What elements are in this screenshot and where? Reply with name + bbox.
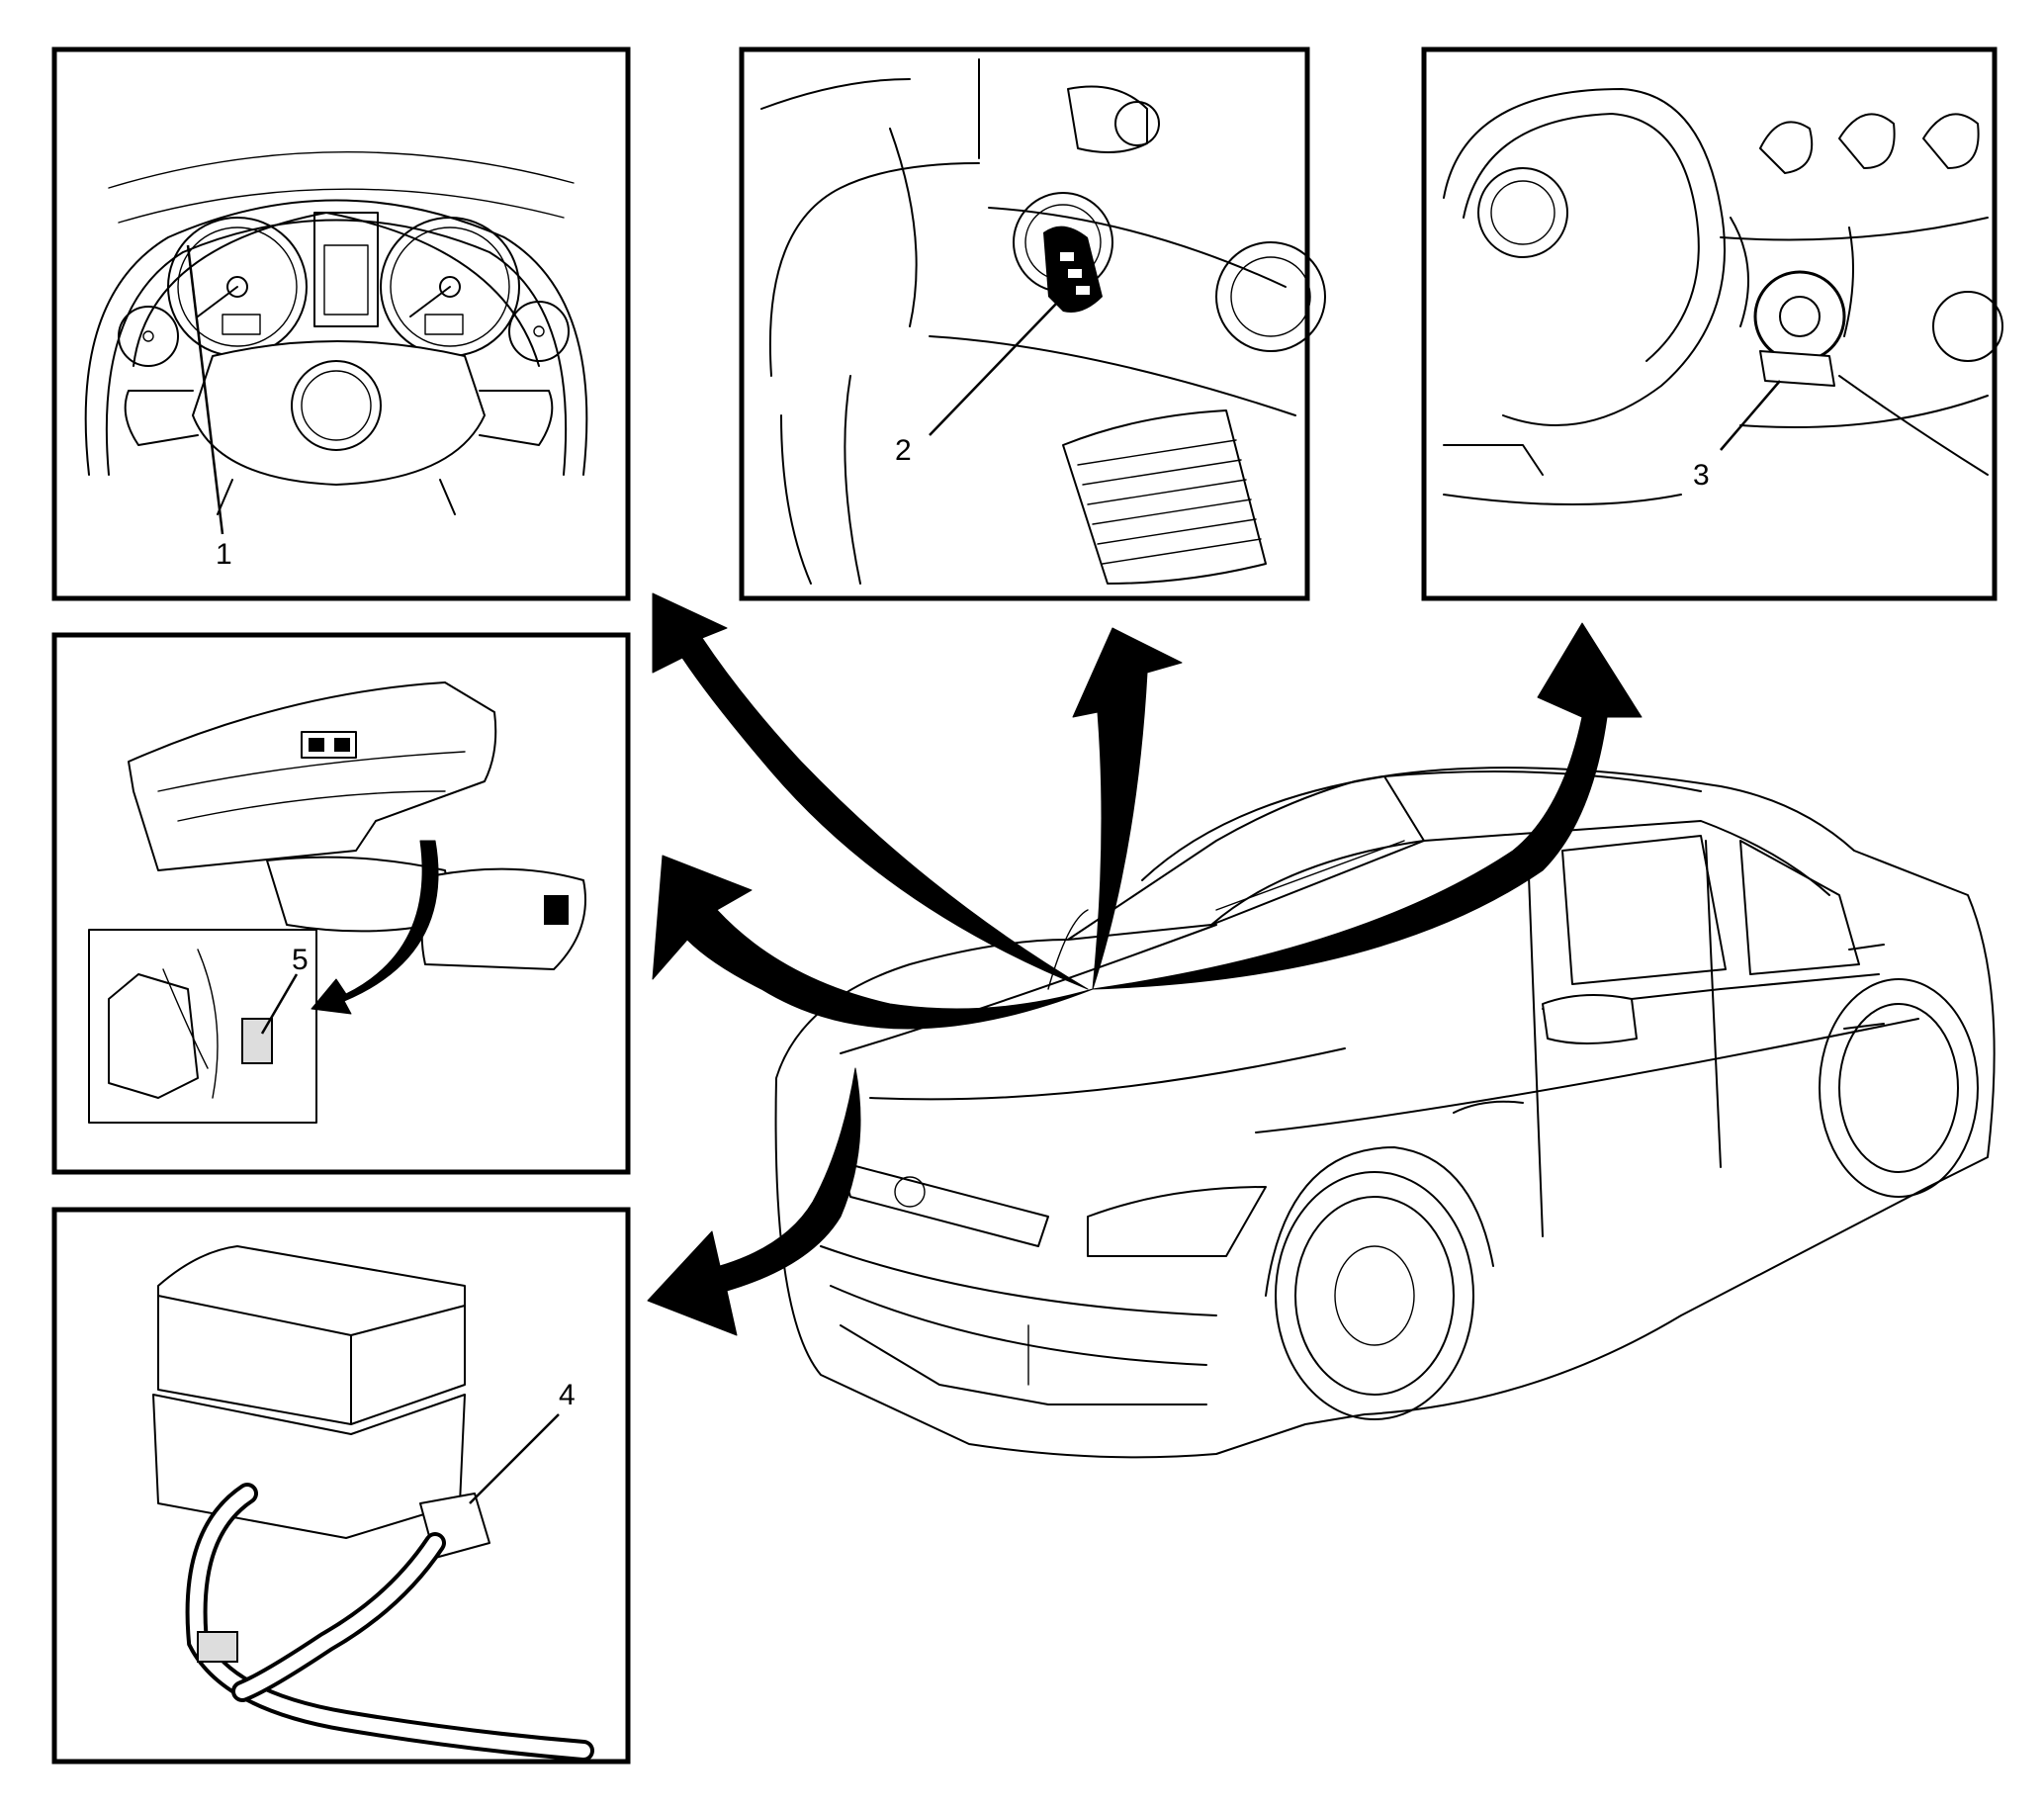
arrow-to-instrument-cluster (652, 592, 1089, 990)
panel-dashboard-module: 5 (51, 632, 631, 1175)
callout-1: 1 (216, 538, 232, 571)
vehicle-illustration (774, 767, 1996, 1459)
panel-fuse-block: 4 (51, 1207, 631, 1765)
arrow-to-ignition-key (1072, 627, 1183, 990)
arrow-to-fuse-block (647, 1067, 861, 1336)
arrow-to-steering-column (1092, 622, 1643, 990)
callout-4: 4 (559, 1379, 576, 1411)
panel-ignition-key: 2 (739, 46, 1326, 601)
panel-steering-column: 3 (1421, 46, 2003, 601)
panel-instrument-cluster: 1 (51, 46, 631, 601)
callout-3: 3 (1693, 459, 1710, 492)
callout-2: 2 (895, 434, 912, 467)
locator-arrows (647, 592, 1643, 1336)
callout-5: 5 (292, 944, 309, 976)
arrow-to-dashboard-module (652, 855, 1094, 1030)
